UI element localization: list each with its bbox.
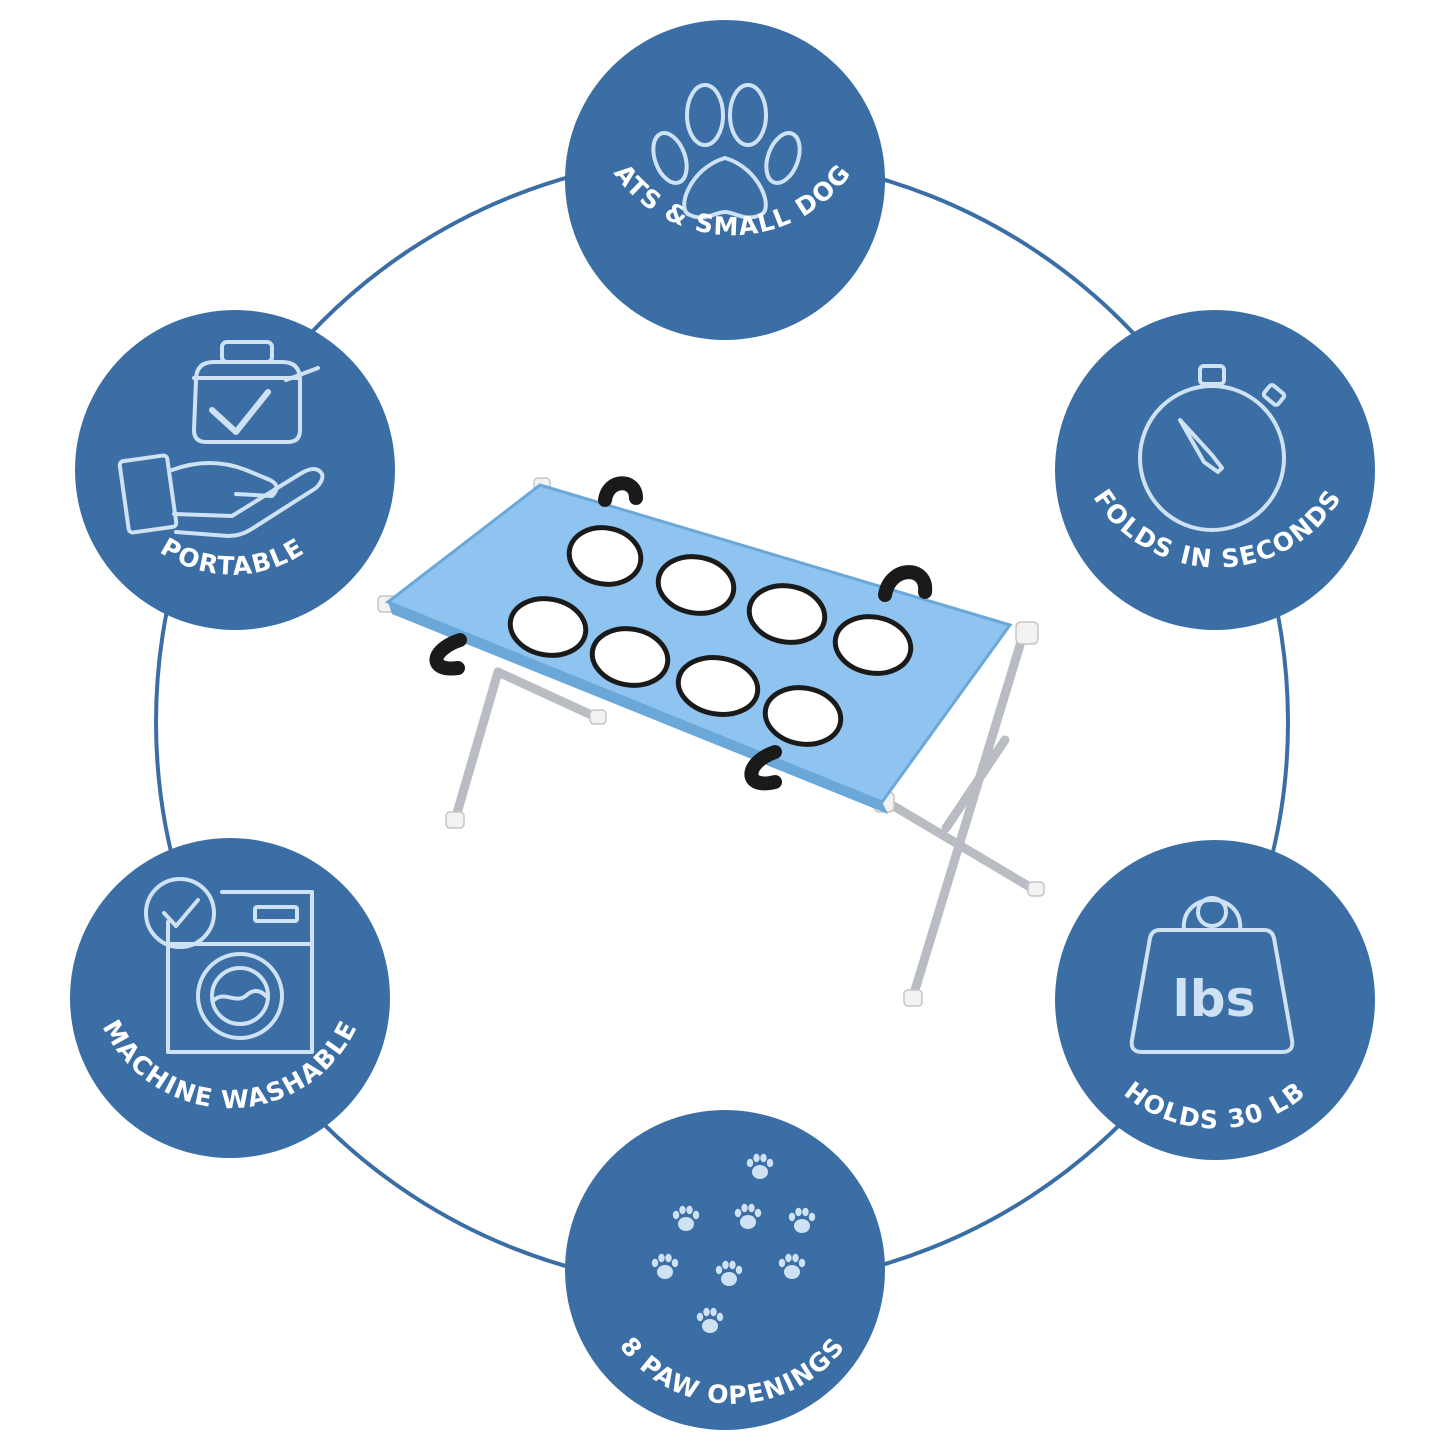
elevated-pet-bed-image — [377, 476, 1045, 1007]
feature-badge-holds-30-lb: lbs HOLDS 30 LB — [1055, 840, 1375, 1160]
paw-opening — [507, 596, 589, 658]
stopwatch-icon — [1138, 364, 1287, 532]
feature-badge-machine-washable: MACHINE WASHABLE — [70, 838, 390, 1158]
hand-holding-bag-icon — [117, 340, 325, 538]
weight-icon-text: lbs — [1173, 970, 1256, 1028]
bed-frame-legs — [450, 640, 1040, 1005]
paw-opening — [675, 655, 761, 717]
feature-badge-portable: PORTABLE — [75, 310, 395, 630]
feature-badge-folds-in-seconds: FOLDS IN SECONDS — [1055, 310, 1375, 630]
paw-opening — [566, 525, 644, 587]
paw-opening — [589, 626, 671, 688]
weight-icon: lbs — [1129, 896, 1295, 1054]
bed-straps — [429, 476, 933, 791]
paw-opening — [762, 685, 844, 747]
paw-opening — [655, 554, 737, 616]
feature-badge-8-paw-openings: 8 PAW OPENINGS — [565, 1110, 885, 1430]
paw-opening — [832, 614, 914, 676]
bed-paw-openings — [507, 525, 914, 747]
badge-circle — [565, 20, 885, 340]
feature-badge-cats-small-dogs: CATS & SMALL DOGS — [0, 0, 885, 340]
badge-circle — [565, 1110, 885, 1430]
paw-opening — [746, 583, 828, 645]
badge-circle — [75, 310, 395, 630]
badge-circle — [1055, 840, 1375, 1160]
washing-machine-icon — [144, 877, 314, 1054]
paw-print-icon — [651, 83, 802, 220]
